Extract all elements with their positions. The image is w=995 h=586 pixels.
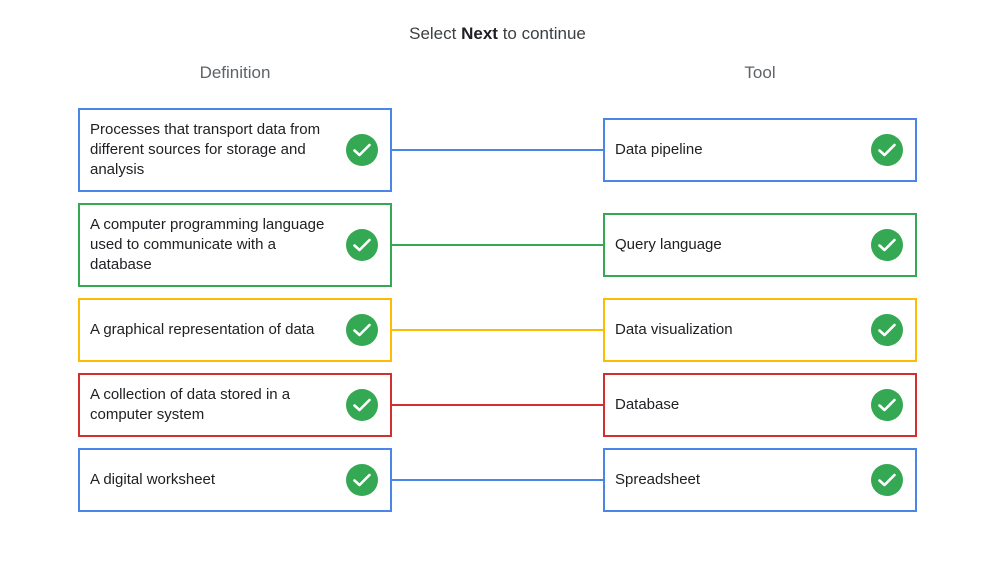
definition-card-data-pipeline[interactable]: Processes that transport data from diffe…: [78, 108, 392, 192]
definition-card-data-visualization[interactable]: A graphical representation of data: [78, 298, 392, 362]
match-connector-line: [390, 149, 604, 151]
definition-text: A collection of data stored in a compute…: [90, 386, 291, 423]
tool-text: Spreadsheet: [615, 471, 701, 488]
instruction-text: Select Next to continue: [0, 24, 995, 44]
checkmark-icon: [346, 464, 378, 496]
tool-column-header: Tool: [744, 63, 776, 82]
definition-text: Processes that transport data from diffe…: [90, 121, 321, 178]
tool-card-data-pipeline[interactable]: Data pipeline: [603, 118, 917, 182]
checkmark-icon: [871, 314, 903, 346]
instruction-suffix: to continue: [502, 24, 586, 43]
match-connector-line: [390, 404, 604, 406]
checkmark-icon: [346, 314, 378, 346]
checkmark-icon: [871, 229, 903, 261]
definition-text: A digital worksheet: [90, 471, 216, 488]
checkmark-icon: [346, 229, 378, 261]
definition-card-spreadsheet[interactable]: A digital worksheet: [78, 448, 392, 512]
checkmark-icon: [346, 389, 378, 421]
checkmark-icon: [346, 134, 378, 166]
tool-text: Data visualization: [615, 321, 733, 338]
instruction-prefix: Select: [409, 24, 457, 43]
definition-text: A computer programming language used to …: [90, 216, 325, 273]
definition-column-header: Definition: [199, 63, 271, 82]
tool-text: Database: [615, 396, 680, 413]
definition-text: A graphical representation of data: [90, 321, 315, 338]
match-connector-line: [390, 329, 604, 331]
tool-text: Query language: [615, 236, 722, 253]
match-connector-line: [390, 244, 604, 246]
checkmark-icon: [871, 389, 903, 421]
definition-card-query-language[interactable]: A computer programming language used to …: [78, 203, 392, 287]
tool-card-database[interactable]: Database: [603, 373, 917, 437]
match-connector-line: [390, 479, 604, 481]
tool-card-spreadsheet[interactable]: Spreadsheet: [603, 448, 917, 512]
definition-card-database[interactable]: A collection of data stored in a compute…: [78, 373, 392, 437]
tool-text: Data pipeline: [615, 141, 703, 158]
tool-card-data-visualization[interactable]: Data visualization: [603, 298, 917, 362]
tool-card-query-language[interactable]: Query language: [603, 213, 917, 277]
checkmark-icon: [871, 464, 903, 496]
instruction-emphasis: Next: [461, 24, 498, 43]
checkmark-icon: [871, 134, 903, 166]
